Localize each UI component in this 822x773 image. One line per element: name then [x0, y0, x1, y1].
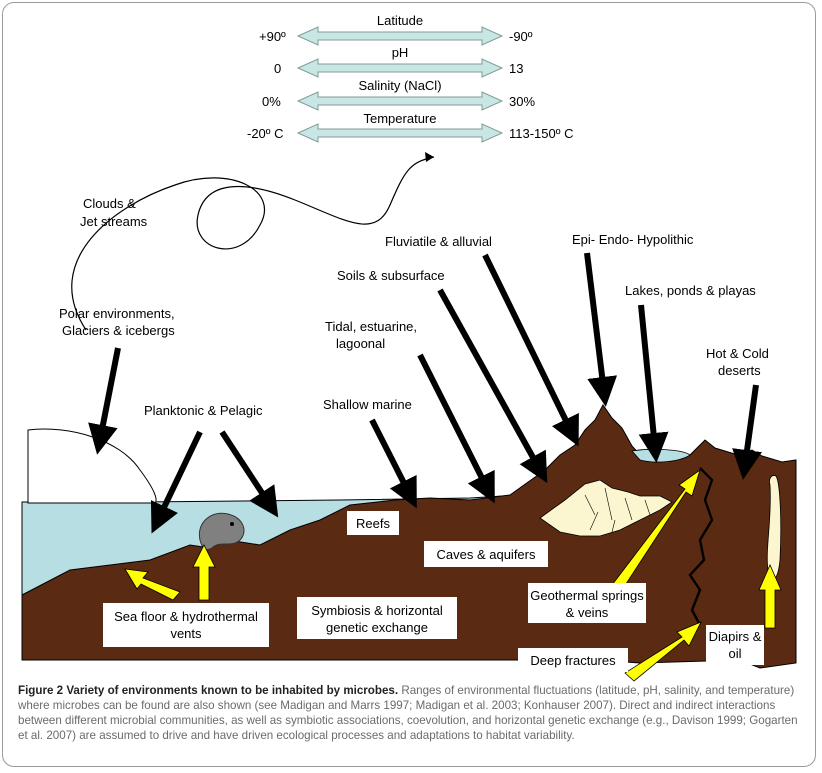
arrow-fluviatile	[482, 253, 579, 447]
label-epi: Epi- Endo- Hypolithic	[572, 232, 694, 247]
svg-text:Caves & aquifers: Caves & aquifers	[437, 547, 536, 562]
latitude-arrow	[296, 26, 504, 46]
arrow-geothermal	[611, 468, 701, 591]
salinity-arrow	[296, 91, 504, 111]
label-shallow-marine: Shallow marine	[323, 397, 412, 412]
arrow-tidal	[417, 353, 495, 504]
arrow-seafloor-left	[124, 568, 181, 601]
sea-creature	[198, 512, 245, 551]
jet-stream-arrowhead	[425, 152, 434, 162]
arrow-planktonic-right	[219, 430, 279, 518]
label-fluviatile: Fluviatile & alluvial	[385, 234, 492, 249]
salinity-title: Salinity (NaCl)	[358, 78, 441, 93]
label-deserts-2: deserts	[718, 363, 761, 378]
label-polar-2: Glaciers & icebergs	[62, 323, 175, 338]
temperature-arrow	[296, 123, 504, 143]
svg-text:Sea floor & hydrothermal: Sea floor & hydrothermal	[114, 609, 258, 624]
label-diapirs: Diapirs & oil	[706, 625, 764, 665]
svg-text:Deep fractures: Deep fractures	[530, 653, 616, 668]
svg-text:Diapirs &: Diapirs &	[709, 629, 762, 644]
label-deep-fractures: Deep fractures	[518, 648, 628, 672]
label-geothermal: Geothermal springs & veins	[528, 583, 646, 623]
salinity-left: 0%	[262, 94, 281, 109]
deep-fracture-line	[688, 467, 714, 626]
arrow-diapirs	[758, 564, 782, 629]
svg-text:oil: oil	[728, 646, 741, 661]
ph-scale: pH 0 13	[274, 45, 523, 78]
temperature-right: 113-150º C	[509, 126, 574, 141]
ph-right: 13	[509, 61, 523, 76]
svg-text:& veins: & veins	[566, 605, 609, 620]
label-symbiosis: Symbiosis & horizontal genetic exchange	[297, 597, 457, 639]
label-tidal-1: Tidal, estuarine,	[325, 319, 417, 334]
jet-stream-curve	[71, 156, 435, 331]
temperature-title: Temperature	[364, 111, 437, 126]
figure-caption: Figure 2 Variety of environments known t…	[18, 683, 804, 743]
arrow-shallow-marine	[369, 418, 417, 509]
arrow-soils	[437, 288, 548, 484]
arrow-epi	[584, 252, 618, 407]
temperature-left: -20º C	[247, 126, 284, 141]
iceberg	[27, 428, 157, 504]
ph-title: pH	[392, 45, 409, 60]
arrow-deep-fractures	[624, 621, 702, 682]
latitude-title: Latitude	[377, 13, 423, 28]
label-caves: Caves & aquifers	[424, 541, 548, 567]
svg-text:vents: vents	[170, 626, 202, 641]
arrow-planktonic-left	[150, 430, 203, 534]
label-soils: Soils & subsurface	[337, 268, 445, 283]
label-clouds-1: Clouds &	[83, 196, 136, 211]
label-deserts-1: Hot & Cold	[706, 346, 769, 361]
svg-text:genetic exchange: genetic exchange	[326, 620, 428, 635]
arrow-seafloor-right	[192, 544, 216, 601]
temperature-scale: Temperature -20º C 113-150º C	[247, 111, 574, 143]
caption-body: Ranges of environmental fluctuations (la…	[18, 684, 798, 742]
label-clouds-2: Jet streams	[80, 214, 148, 229]
svg-text:Geothermal springs: Geothermal springs	[530, 588, 644, 603]
svg-text:Symbiosis & horizontal: Symbiosis & horizontal	[311, 603, 443, 618]
label-seafloor: Sea floor & hydrothermal vents	[103, 603, 269, 647]
salinity-scale: Salinity (NaCl) 0% 30%	[262, 78, 535, 111]
latitude-left: +90º	[259, 29, 286, 44]
ph-left: 0	[274, 61, 281, 76]
ph-arrow	[296, 58, 504, 78]
label-tidal-2: lagoonal	[336, 336, 385, 351]
arrow-polar	[88, 347, 121, 455]
diapir	[766, 475, 782, 580]
black-arrows	[88, 252, 762, 534]
label-reefs: Reefs	[347, 511, 399, 535]
cave-crystals	[539, 479, 673, 537]
arrow-deserts	[732, 384, 762, 480]
label-lakes: Lakes, ponds & playas	[625, 283, 756, 298]
arrow-lakes	[638, 304, 669, 463]
label-planktonic: Planktonic & Pelagic	[144, 403, 263, 418]
latitude-scale: Latitude +90º -90º	[259, 13, 533, 46]
latitude-right: -90º	[509, 29, 533, 44]
svg-text:Reefs: Reefs	[356, 516, 390, 531]
yellow-arrows	[124, 468, 782, 682]
salinity-right: 30%	[509, 94, 535, 109]
label-polar-1: Polar environments,	[59, 306, 175, 321]
caption-lead: Figure 2 Variety of environments known t…	[18, 684, 399, 697]
